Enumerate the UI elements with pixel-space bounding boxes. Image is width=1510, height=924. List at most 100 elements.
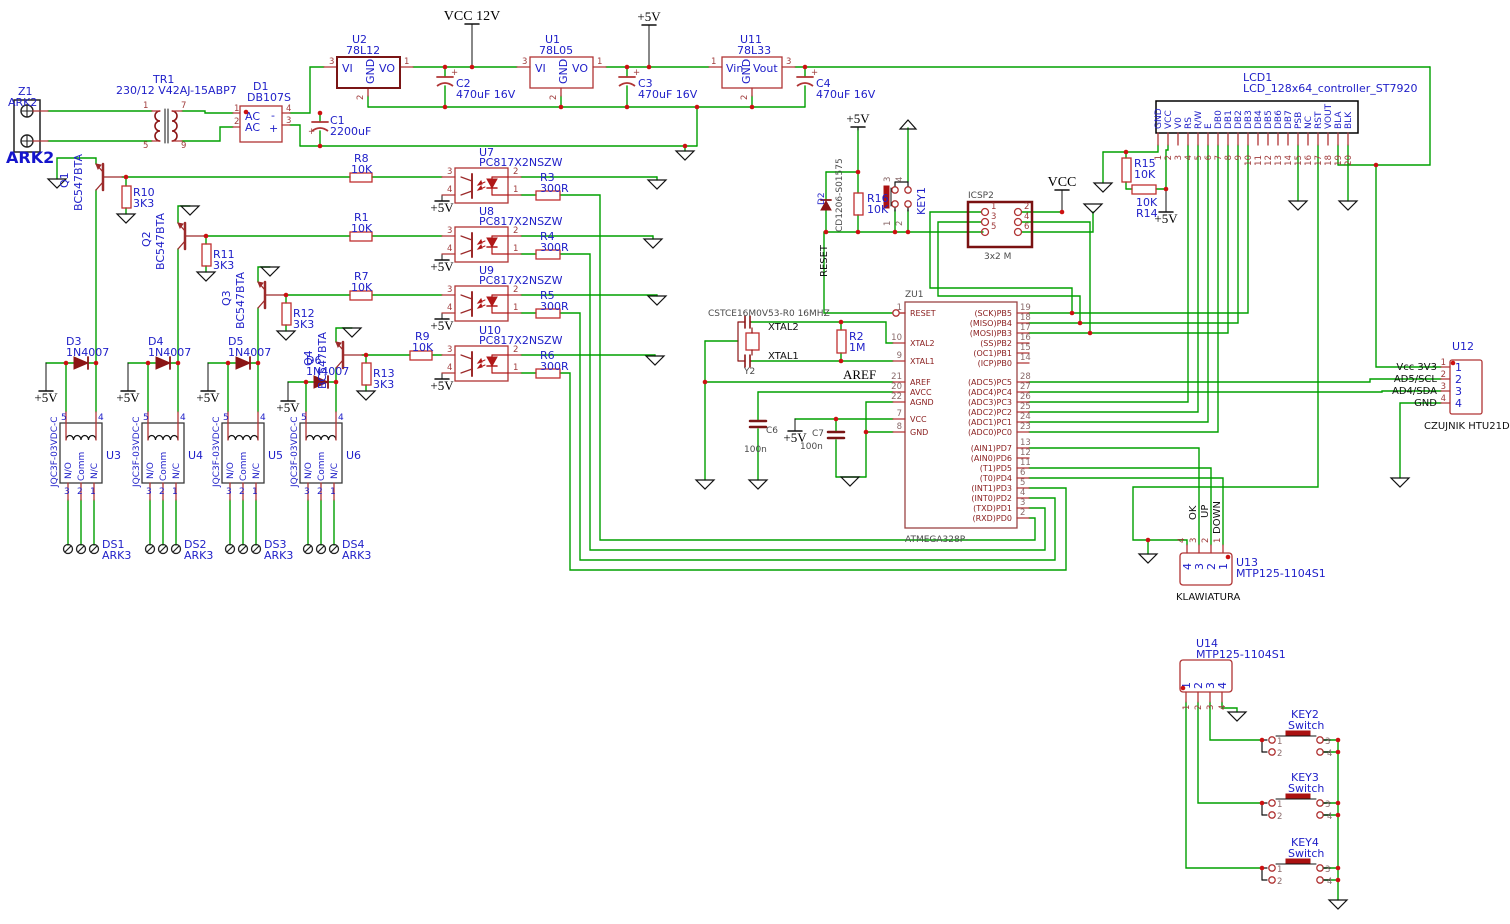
label: GND: [740, 59, 753, 84]
label: 2: [159, 487, 165, 497]
switch-contact[interactable]: [1316, 876, 1324, 884]
switch-contact[interactable]: [1268, 799, 1276, 807]
symbol-body[interactable]: [239, 105, 283, 143]
mcu-pin-number: 2: [1020, 508, 1025, 518]
screw-terminal[interactable]: [144, 543, 156, 555]
switch-contact[interactable]: [1316, 748, 1324, 756]
lcd-pin-number: 19: [1334, 155, 1344, 166]
switch-contact[interactable]: [1316, 864, 1324, 872]
symbol-body[interactable]: [1155, 100, 1359, 134]
switch-contact[interactable]: [1316, 811, 1324, 819]
screw-terminal[interactable]: [237, 543, 249, 555]
mcu-pin-number: 3: [1020, 498, 1025, 508]
lcd-pin-number: 9: [1234, 155, 1244, 160]
switch-contact[interactable]: [1316, 799, 1324, 807]
symbol-body[interactable]: [966, 200, 1034, 249]
symbol-body[interactable]: [1179, 659, 1233, 693]
header-pad[interactable]: [980, 227, 990, 237]
switch-contact[interactable]: [1316, 736, 1324, 744]
mcu-pin-number: 1: [897, 303, 902, 313]
switch-contact[interactable]: [1268, 864, 1276, 872]
header-pad[interactable]: [1013, 227, 1023, 237]
screw-terminal[interactable]: [315, 543, 327, 555]
symbol-body[interactable]: [535, 308, 561, 319]
wire: [1028, 467, 1212, 546]
switch-contact[interactable]: [904, 200, 912, 208]
symbol-body[interactable]: [361, 362, 372, 386]
label: PC817X2NSZW: [479, 215, 563, 228]
label: 1: [513, 303, 518, 313]
symbol-body[interactable]: [454, 285, 509, 322]
symbol-body[interactable]: [454, 226, 509, 263]
symbol-body[interactable]: [721, 56, 783, 89]
symbol-body[interactable]: [1179, 552, 1233, 586]
terminal-body[interactable]: [13, 99, 41, 153]
label: JQC3F-03VDC-C: [50, 416, 60, 488]
label: 1: [252, 487, 258, 497]
label: BC547BTA: [316, 332, 329, 389]
mcu-pin-number: 18: [1020, 313, 1031, 323]
screw-terminal[interactable]: [302, 543, 314, 555]
junction-dot: [1259, 800, 1265, 806]
header-pad[interactable]: [1013, 207, 1023, 217]
symbol-body[interactable]: [535, 249, 561, 260]
ground-symbol: [1287, 200, 1309, 211]
symbol-body[interactable]: [454, 345, 509, 382]
symbol-body[interactable]: [1449, 359, 1483, 415]
symbol-body[interactable]: [535, 368, 561, 379]
symbol-body[interactable]: [836, 329, 847, 354]
junction-dot: [838, 358, 844, 364]
lcd-pin-number: 8: [1224, 155, 1234, 160]
symbol-body[interactable]: [883, 185, 890, 209]
switch-contact[interactable]: [891, 200, 899, 208]
mcu-pin-number: 23: [1020, 422, 1031, 432]
symbol-body[interactable]: [529, 56, 594, 89]
header-pad[interactable]: [980, 207, 990, 217]
label: 1: [330, 487, 336, 497]
header-pad[interactable]: [1013, 217, 1023, 227]
label: D4: [148, 335, 163, 348]
label: 3: [1206, 705, 1216, 710]
symbol-body[interactable]: [336, 56, 401, 89]
switch-contact[interactable]: [891, 186, 899, 194]
symbol-body[interactable]: [121, 185, 132, 209]
symbol-body[interactable]: [201, 243, 212, 267]
symbol-body[interactable]: [853, 192, 864, 216]
screw-terminal[interactable]: [170, 543, 182, 555]
symbol-body[interactable]: [1131, 184, 1157, 195]
label: R7: [354, 270, 369, 283]
label: Vin: [726, 62, 743, 75]
symbol-body[interactable]: [349, 172, 373, 183]
screw-terminal[interactable]: [328, 543, 340, 555]
label: 3K3: [213, 259, 234, 272]
symbol-body[interactable]: [409, 350, 433, 361]
symbol-body[interactable]: [904, 301, 1018, 529]
switch-contact[interactable]: [1268, 811, 1276, 819]
symbol-body[interactable]: [281, 302, 292, 326]
wire: [823, 231, 894, 314]
power-label: VCC: [1048, 175, 1077, 190]
lcd-pin-name: RS: [1184, 117, 1194, 129]
label: D1: [253, 80, 268, 93]
switch-contact[interactable]: [1268, 876, 1276, 884]
symbol-body[interactable]: [745, 332, 760, 351]
screw-terminal[interactable]: [75, 543, 87, 555]
switch-contact[interactable]: [904, 186, 912, 194]
lcd-pin-name: VOUT: [1324, 103, 1334, 129]
header-pad[interactable]: [980, 217, 990, 227]
symbol-body[interactable]: [454, 167, 509, 204]
symbol-body[interactable]: [349, 290, 373, 301]
label: 3: [991, 212, 996, 222]
switch-contact[interactable]: [1268, 748, 1276, 756]
symbol-body[interactable]: [535, 190, 561, 201]
screw-terminal[interactable]: [88, 543, 100, 555]
switch-contact[interactable]: [1268, 736, 1276, 744]
lcd-pin-name: GND: [1154, 108, 1164, 129]
lcd-pin-number: 6: [1204, 155, 1214, 160]
screw-terminal[interactable]: [250, 543, 262, 555]
screw-terminal[interactable]: [62, 543, 74, 555]
symbol-body[interactable]: [349, 231, 373, 242]
symbol-body[interactable]: [1121, 157, 1132, 183]
screw-terminal[interactable]: [157, 543, 169, 555]
screw-terminal[interactable]: [224, 543, 236, 555]
